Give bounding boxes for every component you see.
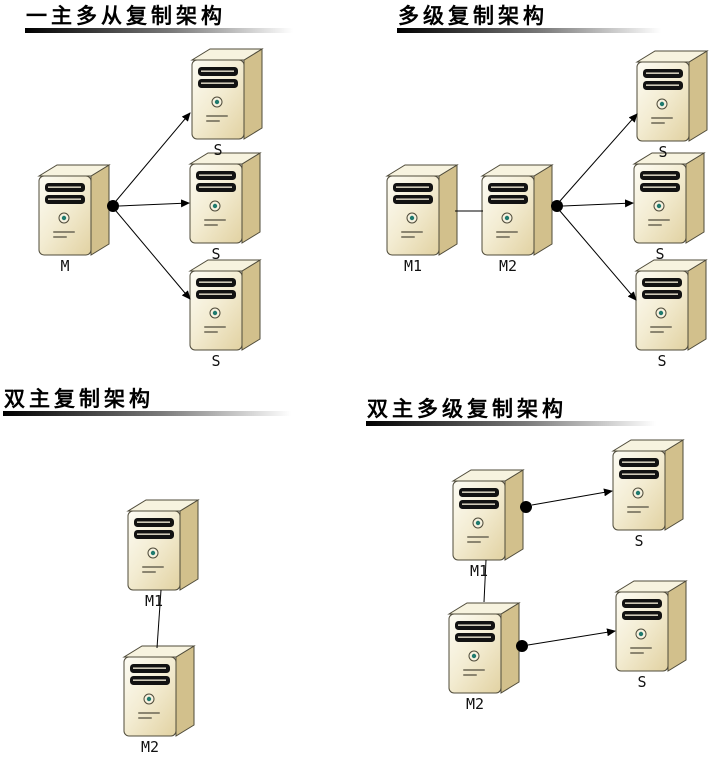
server-icon-slave-2 <box>615 580 687 672</box>
server-icon-slave-2 <box>189 152 261 244</box>
junction-dot <box>551 200 563 212</box>
link-line-m1-m2 <box>483 559 487 603</box>
node-label-slave: S <box>657 352 667 370</box>
server-icon-slave-3 <box>635 259 707 351</box>
server-icon-slave-3 <box>189 259 261 351</box>
link-line-m1-m2 <box>156 589 162 649</box>
diagram-title-master-multi-slave: 一主多从复制架构 <box>26 4 226 28</box>
node-label-slave: S <box>211 245 221 263</box>
replication-arrow <box>559 113 638 202</box>
node-label-slave: S <box>637 673 647 691</box>
node-label-slave: S <box>655 245 665 263</box>
node-label-master-m1: M1 <box>469 562 489 580</box>
replication-arrow <box>115 210 191 300</box>
diagram-master-multi-slave <box>38 48 263 351</box>
title-underline-bar <box>366 421 656 426</box>
server-icon-master-m <box>38 164 110 256</box>
server-icon-master-m1 <box>452 469 524 561</box>
replication-arrow <box>118 199 190 208</box>
server-icon-master-m2 <box>123 645 195 737</box>
node-label-master-m1: M1 <box>144 592 164 610</box>
node-label-master-m1: M1 <box>403 257 423 275</box>
diagram-dual-master-multi-level <box>448 439 687 694</box>
server-icon-master-m1 <box>386 164 458 256</box>
server-icon-slave-1 <box>191 48 263 140</box>
node-label-master-m2: M2 <box>498 257 518 275</box>
server-icon-master-m2 <box>448 602 520 694</box>
node-label-master-m2: M2 <box>465 695 485 713</box>
node-label-slave: S <box>634 532 644 550</box>
server-icon-slave-1 <box>636 50 708 142</box>
diagram-multi-level <box>386 50 708 351</box>
title-underline-bar <box>397 28 661 33</box>
diagram-title-dual-master: 双主复制架构 <box>4 387 154 411</box>
node-label-slave: S <box>211 352 221 370</box>
diagram-title-dual-master-multi-level: 双主多级复制架构 <box>367 397 567 421</box>
title-underline-bar <box>3 411 291 416</box>
title-underline-bar <box>25 28 293 33</box>
server-icon-master-m1 <box>127 499 199 591</box>
junction-dot <box>520 501 532 513</box>
replication-arrow <box>559 210 637 301</box>
junction-dot <box>516 640 528 652</box>
replication-arrow <box>115 112 191 202</box>
server-icon-slave-2 <box>633 152 705 244</box>
node-label-slave: S <box>213 141 223 159</box>
server-icon-master-m2 <box>481 164 553 256</box>
diagram-title-multi-level: 多级复制架构 <box>398 4 548 28</box>
replication-arrow <box>562 199 634 208</box>
server-icon-slave-1 <box>612 439 684 531</box>
node-label-master-m: M <box>60 257 70 275</box>
diagram-dual-master <box>123 499 199 737</box>
replication-arrow <box>527 628 616 646</box>
node-label-slave: S <box>658 143 668 161</box>
replication-arrow <box>531 488 613 506</box>
junction-dot <box>107 200 119 212</box>
node-label-master-m2: M2 <box>140 738 160 756</box>
